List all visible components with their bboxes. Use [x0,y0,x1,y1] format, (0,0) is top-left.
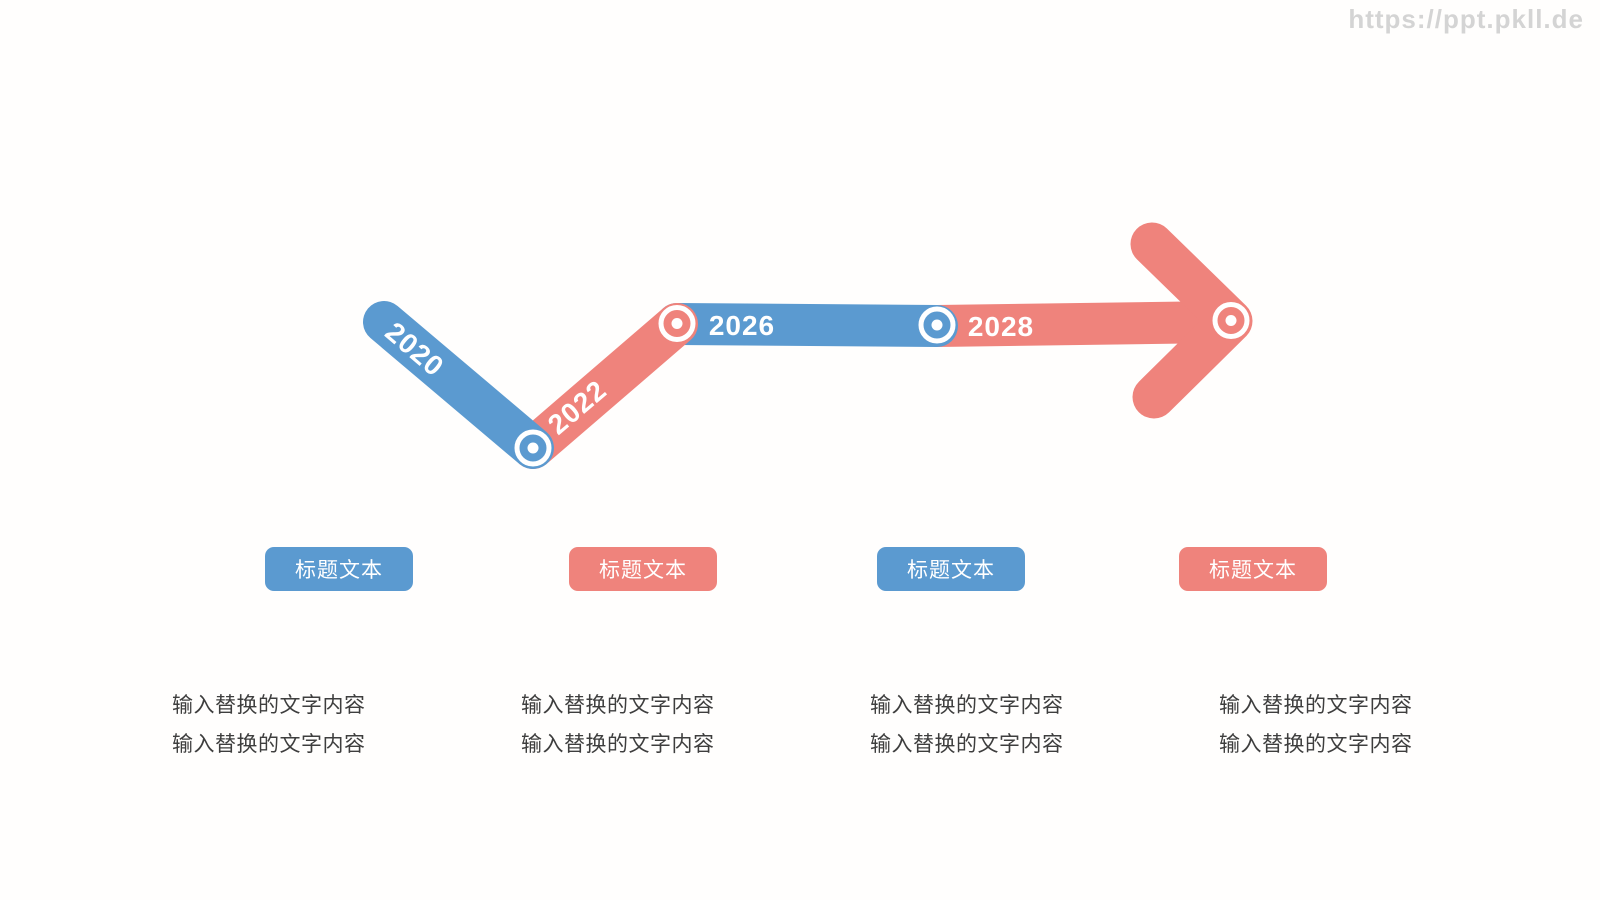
title-box-3: 标题文本 [877,547,1025,591]
milestone-marker-2026 [918,306,956,344]
title-box-3-label: 标题文本 [907,559,995,582]
milestone-marker-2020 [514,429,552,467]
title-box-2: 标题文本 [569,547,717,591]
body-text-line: 输入替换的文字内容 [521,694,715,717]
title-box-2-label: 标题文本 [599,559,687,582]
body-text-column-3: 输入替换的文字内容 输入替换的文字内容 [870,686,1090,764]
body-text-line: 输入替换的文字内容 [172,733,366,756]
body-text-line: 输入替换的文字内容 [870,694,1064,717]
timeline-segment-2028 [916,301,1243,347]
watermark-url: https://ppt.pkll.de [1348,4,1584,34]
title-box-1-label: 标题文本 [295,559,383,582]
body-text-line: 输入替换的文字内容 [1219,733,1413,756]
timeline-segment-2020 [363,301,554,469]
body-text-column-1: 输入替换的文字内容 输入替换的文字内容 [172,686,392,764]
timeline-segment-2026 [656,303,958,347]
body-text-column-2: 输入替换的文字内容 输入替换的文字内容 [521,686,741,764]
year-label-2026: 2026 [709,310,775,341]
year-label-2028: 2028 [968,311,1034,342]
title-box-4: 标题文本 [1179,547,1327,591]
body-text-line: 输入替换的文字内容 [521,733,715,756]
milestone-marker-2022 [658,305,696,342]
body-text-line: 输入替换的文字内容 [172,694,366,717]
timeline-segment-2022 [512,303,698,469]
body-text-line: 输入替换的文字内容 [870,733,1064,756]
body-text-line: 输入替换的文字内容 [1219,694,1413,717]
title-box-4-label: 标题文本 [1209,559,1297,582]
milestone-marker-2028 [1212,302,1250,339]
title-box-1: 标题文本 [265,547,413,591]
body-text-column-4: 输入替换的文字内容 输入替换的文字内容 [1219,686,1439,764]
